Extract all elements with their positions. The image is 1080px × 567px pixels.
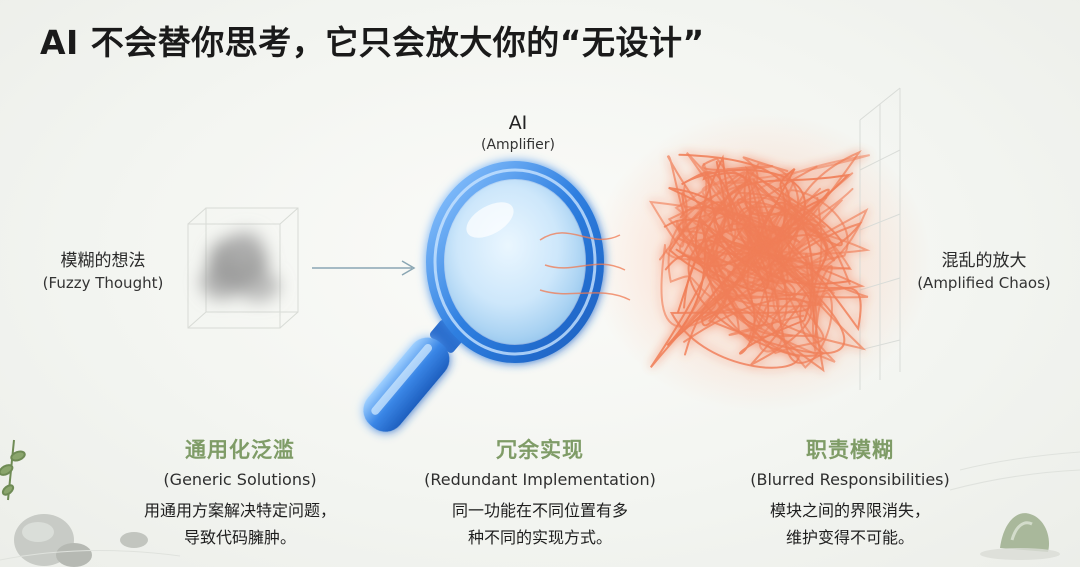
chaos-strand <box>675 187 821 333</box>
column-description: 用通用方案解决特定问题， 导致代码臃肿。 <box>110 497 370 551</box>
column-description-line: 维护变得不可能。 <box>785 528 914 547</box>
output-label-zh: 混乱的放大 <box>941 251 1027 271</box>
chaos-strand <box>666 168 796 347</box>
chaos-strand <box>648 184 854 328</box>
output-label-en: (Amplified Chaos) <box>917 274 1051 292</box>
column-description: 同一功能在不同位置有多 种不同的实现方式。 <box>400 497 680 551</box>
output-label: 混乱的放大 (Amplified Chaos) <box>906 246 1062 292</box>
chaos-scribble-icon <box>590 87 930 412</box>
column-heading: 冗余实现 <box>496 438 584 462</box>
column-description-line: 同一功能在不同位置有多 <box>451 501 628 520</box>
column-description-line: 模块之间的界限消失， <box>769 501 930 520</box>
column-description-line: 导致代码臃肿。 <box>183 528 296 547</box>
column-subheading: (Redundant Implementation) <box>424 470 656 489</box>
column-heading: 通用化泛滥 <box>185 438 295 462</box>
column-subheading: (Generic Solutions) <box>163 470 317 489</box>
column-description-line: 种不同的实现方式。 <box>467 528 612 547</box>
column-description-line: 用通用方案解决特定问题， <box>143 501 336 520</box>
stone-left-icon <box>14 514 148 567</box>
chaos-strand <box>686 253 805 339</box>
column-generic-solutions: 通用化泛滥 (Generic Solutions) 用通用方案解决特定问题， 导… <box>110 434 370 551</box>
page-title: AI 不会替你思考，它只会放大你的“无设计” <box>40 23 705 62</box>
amplifier-label: AI (Amplifier) <box>448 112 588 153</box>
chaos-strand <box>674 154 870 353</box>
arrow-icon <box>312 260 416 276</box>
column-redundant-implementation: 冗余实现 (Redundant Implementation) 同一功能在不同位… <box>400 434 680 551</box>
plant-left-icon <box>0 439 26 501</box>
stone-right-icon <box>980 513 1060 560</box>
input-label: 模糊的想法 (Fuzzy Thought) <box>28 246 178 292</box>
amplifier-label-main: AI <box>508 112 528 134</box>
chaos-strand <box>667 181 853 363</box>
column-subheading: (Blurred Responsibilities) <box>750 470 950 489</box>
column-blurred-responsibilities: 职责模糊 (Blurred Responsibilities) 模块之间的界限消… <box>715 434 985 551</box>
amplifier-label-en: (Amplifier) <box>481 137 555 153</box>
input-label-en: (Fuzzy Thought) <box>42 274 164 292</box>
column-description: 模块之间的界限消失， 维护变得不可能。 <box>715 497 985 551</box>
magnifier-icon <box>363 161 631 432</box>
sand-ripples <box>0 451 1080 561</box>
fog-cloud-icon <box>200 230 280 302</box>
column-heading: 职责模糊 <box>806 438 894 462</box>
input-label-zh: 模糊的想法 <box>60 251 146 271</box>
fuzzy-thought-cube <box>187 207 299 329</box>
